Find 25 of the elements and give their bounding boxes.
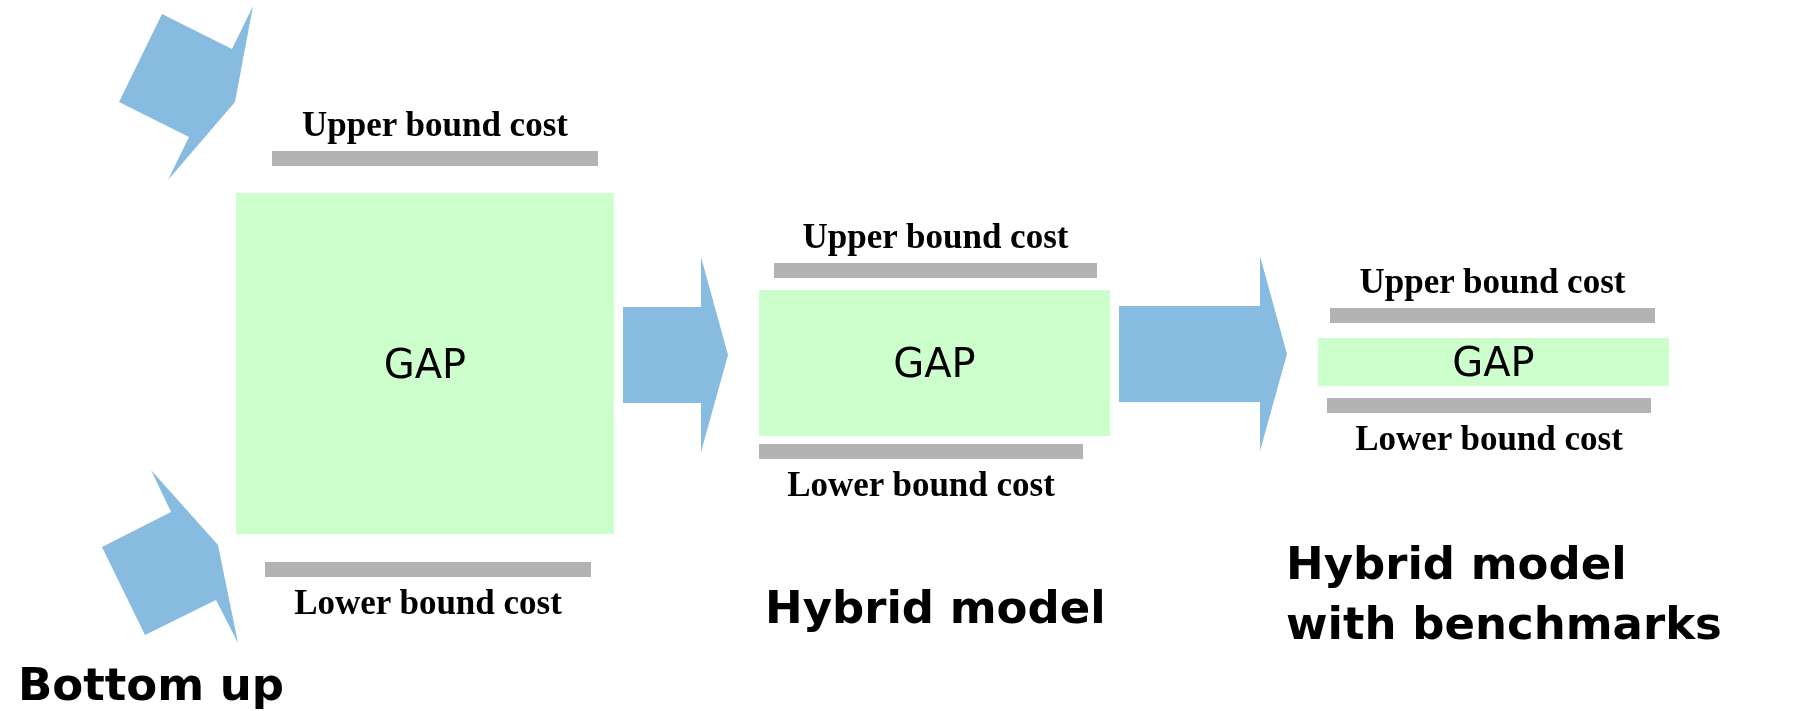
bound-bar xyxy=(272,151,598,166)
bound-bar xyxy=(1327,398,1651,413)
block-arrow xyxy=(102,470,238,643)
bound-label: Lower bound cost xyxy=(787,465,1055,505)
bound-label: Lower bound cost xyxy=(294,583,562,623)
bound-bar xyxy=(774,263,1097,278)
block-arrow xyxy=(623,257,728,452)
block-arrow xyxy=(1119,256,1287,451)
gap-text: GAP xyxy=(383,340,467,387)
bound-bar xyxy=(759,444,1083,459)
bound-label: Upper bound cost xyxy=(1359,262,1626,302)
model-caption: Bottom up xyxy=(18,657,284,711)
model-caption: Hybrid model xyxy=(765,580,1106,636)
bound-label: Upper bound cost xyxy=(302,105,568,145)
gap-text: GAP xyxy=(893,340,976,386)
gap-box xyxy=(236,193,614,534)
model-caption: Hybrid model with benchmarks xyxy=(1286,536,1723,652)
gap-box xyxy=(759,290,1110,436)
bound-bar xyxy=(265,562,591,577)
block-arrow xyxy=(119,6,253,180)
gap-text: GAP xyxy=(1452,339,1535,385)
bound-label: Upper bound cost xyxy=(802,217,1069,257)
gap-box xyxy=(1318,338,1669,386)
bound-bar xyxy=(1330,308,1655,323)
bound-label: Lower bound cost xyxy=(1355,419,1623,459)
